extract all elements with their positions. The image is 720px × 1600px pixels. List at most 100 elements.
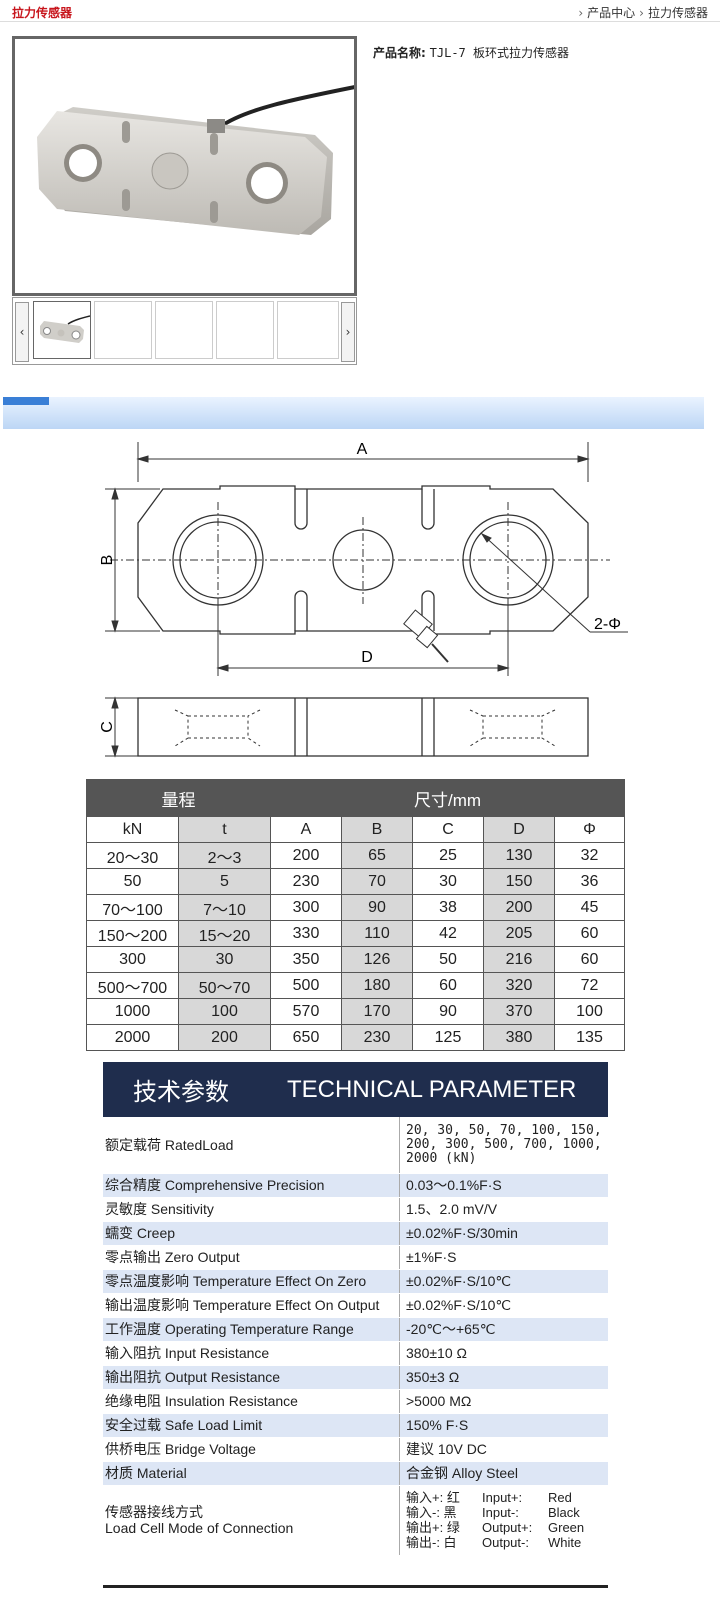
table-cell: 150	[483, 868, 555, 895]
table-cell: 100	[178, 998, 271, 1025]
table-cell: 200	[178, 1024, 271, 1051]
thumbnail-strip: ‹ ›	[12, 297, 357, 365]
param-name: 供桥电压 Bridge Voltage	[103, 1437, 400, 1462]
table-cell: 130	[483, 842, 555, 869]
column-header: Φ	[554, 816, 625, 843]
thumbnail-item[interactable]	[94, 301, 152, 359]
thumbnail-prev-button[interactable]: ‹	[15, 302, 29, 362]
table-cell: 216	[483, 946, 555, 973]
param-name: 蠕变 Creep	[103, 1221, 400, 1246]
table-cell: 15～20	[178, 920, 271, 947]
param-row: 工作温度 Operating Temperature Range-20℃～+65…	[103, 1317, 608, 1342]
table-cell: 1000	[86, 998, 179, 1025]
table-cell: 230	[270, 868, 342, 895]
thumbnail-item[interactable]	[155, 301, 213, 359]
param-name: 工作温度 Operating Temperature Range	[103, 1317, 400, 1342]
param-row: 零点输出 Zero Output±1%F·S	[103, 1245, 608, 1270]
thumbnail-item[interactable]	[277, 301, 339, 359]
param-name: 输入阻抗 Input Resistance	[103, 1341, 400, 1366]
connection-text: 输出+: 绿	[406, 1520, 460, 1535]
table-cell: 200	[270, 842, 342, 869]
table-cell: 25	[412, 842, 484, 869]
table-cell: 60	[412, 972, 484, 999]
connection-text: 输入+: 红	[406, 1490, 460, 1505]
table-cell: 60	[554, 920, 625, 947]
table-cell: 200	[483, 894, 555, 921]
chevron-right-icon: ›	[639, 5, 644, 20]
param-name: 零点输出 Zero Output	[103, 1245, 400, 1270]
param-value: ±0.02%F·S/10℃	[399, 1269, 608, 1294]
table-cell: 570	[270, 998, 342, 1025]
connection-text: Black	[548, 1505, 580, 1520]
table-cell: 2000	[86, 1024, 179, 1051]
table-cell: 20～30	[86, 842, 179, 869]
page-title: 拉力传感器	[12, 6, 73, 20]
param-name: 绝缘电阻 Insulation Resistance	[103, 1389, 400, 1414]
param-row: 输出温度影响 Temperature Effect On Output±0.02…	[103, 1293, 608, 1318]
thumbnail-item[interactable]	[216, 301, 274, 359]
cable-connector	[403, 609, 449, 663]
param-value: 350±3 Ω	[399, 1365, 608, 1390]
connection-text: Output+:	[482, 1520, 533, 1535]
table-cell: 65	[341, 842, 413, 869]
dim-label-phi: 2-Φ	[594, 616, 621, 633]
param-value: 合金钢 Alloy Steel	[399, 1461, 608, 1486]
connection-text: Output-:	[482, 1535, 529, 1550]
table-cell: 7～10	[178, 894, 271, 921]
param-value: 1.5、2.0 mV/V	[399, 1197, 608, 1222]
breadcrumb-current[interactable]: 拉力传感器	[647, 6, 708, 20]
table-cell: 60	[554, 946, 625, 973]
thumbnail-next-button[interactable]: ›	[341, 302, 355, 362]
table-cell: 150～200	[86, 920, 179, 947]
slot-bottom-left	[294, 590, 308, 631]
dim-label-a: A	[357, 441, 368, 458]
param-row: 绝缘电阻 Insulation Resistance>5000 MΩ	[103, 1389, 608, 1414]
tech-title-en: TECHNICAL PARAMETER	[287, 1075, 577, 1103]
table-cell: 50	[412, 946, 484, 973]
table-cell: 50～70	[178, 972, 271, 999]
slot-top-left	[294, 489, 308, 530]
column-header: B	[341, 816, 413, 843]
param-value: ±0.02%F·S/30min	[399, 1221, 608, 1246]
table-cell: 110	[341, 920, 413, 947]
connection-text: 输出-: 白	[406, 1535, 457, 1550]
right-ring-outer	[462, 514, 554, 606]
product-name-value: TJL-7 板环式拉力传感器	[429, 46, 569, 60]
table-cell: 50	[86, 868, 179, 895]
product-main-image[interactable]	[12, 36, 357, 296]
column-header: kN	[86, 816, 179, 843]
table-cell: 125	[412, 1024, 484, 1051]
table-cell: 5	[178, 868, 271, 895]
top-bar: 拉力传感器 › 产品中心 › 拉力传感器	[0, 0, 720, 22]
table-cell: 300	[270, 894, 342, 921]
section-tab-marker	[3, 397, 49, 405]
tech-param-header: 技术参数 TECHNICAL PARAMETER	[103, 1062, 608, 1117]
thumbnail-item[interactable]	[33, 301, 91, 359]
param-name: 灵敏度 Sensitivity	[103, 1197, 400, 1222]
param-value: 建议 10V DC	[399, 1437, 608, 1462]
breadcrumb-product-center[interactable]: 产品中心	[587, 6, 636, 20]
dimension-drawing: A B D C 2-Φ	[99, 441, 628, 758]
range-header: 量程	[86, 779, 271, 817]
dim-label-c: C	[99, 721, 116, 733]
column-header: C	[412, 816, 484, 843]
table-cell: 70	[341, 868, 413, 895]
table-cell: 330	[270, 920, 342, 947]
dim-label-b: B	[99, 555, 116, 566]
connection-label-zh: 传感器接线方式	[105, 1504, 203, 1520]
table-cell: 650	[270, 1024, 342, 1051]
